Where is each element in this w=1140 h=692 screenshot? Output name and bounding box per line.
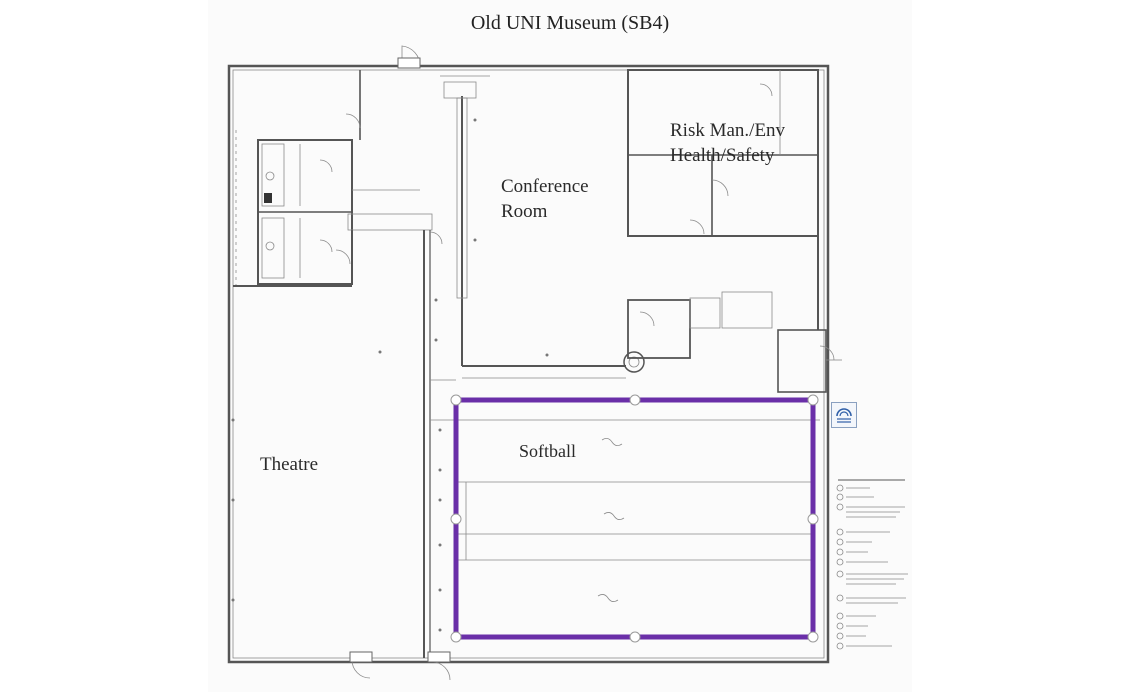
conference-room-walls <box>440 75 645 379</box>
resize-handle-top <box>629 394 641 406</box>
service-rooms <box>627 236 842 393</box>
room-label-softball: Softball <box>519 441 576 461</box>
center-corridor <box>423 230 820 658</box>
keyed-notes-legend <box>836 479 908 650</box>
exterior-walls <box>227 64 830 664</box>
bottom-exit-doors <box>349 651 451 681</box>
layout-options-icon[interactable] <box>831 402 857 428</box>
restroom-block <box>235 130 353 290</box>
room-label-risk-management: Risk Man./Env Health/Safety <box>670 120 786 166</box>
top-entrance-door <box>397 45 421 69</box>
risk-management-offices <box>627 69 819 237</box>
softball-room-lines <box>458 438 812 602</box>
resize-handle-top-left <box>450 394 462 406</box>
resize-handle-left <box>450 513 462 525</box>
wall-markers <box>231 118 549 632</box>
resize-handle-bottom-left <box>450 631 462 643</box>
layout-options-glyph <box>836 408 852 423</box>
left-corridor-walls <box>233 70 433 287</box>
resize-handle-top-right <box>807 394 819 406</box>
resize-handle-bottom-right <box>807 631 819 643</box>
room-label-conference: Conference Room <box>501 176 589 222</box>
page-title: Old UNI Museum (SB4) <box>470 12 670 34</box>
room-label-theatre: Theatre <box>260 454 319 475</box>
resize-handle-bottom <box>629 631 641 643</box>
floor-plan-sheet <box>208 0 912 692</box>
selection-handles[interactable] <box>450 394 819 643</box>
selection-box[interactable] <box>453 397 816 640</box>
resize-handle-right <box>807 513 819 525</box>
